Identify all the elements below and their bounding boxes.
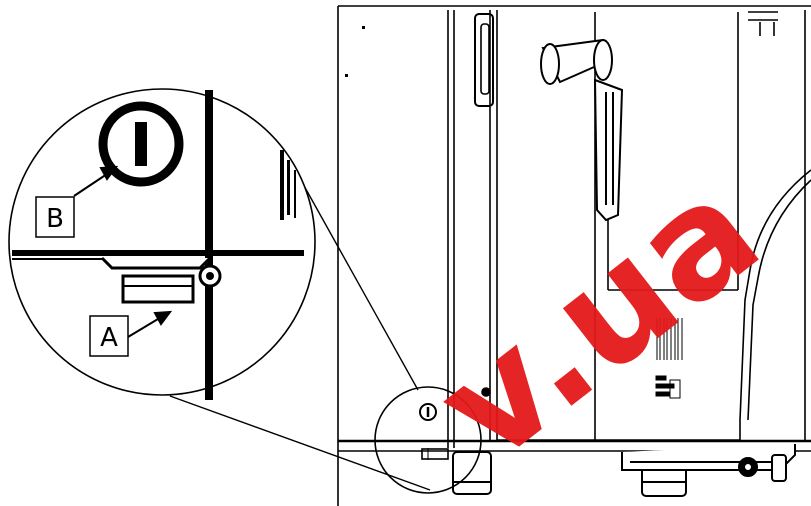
latch-large bbox=[100, 256, 222, 304]
latch-small bbox=[421, 448, 449, 460]
oven-feet bbox=[452, 444, 796, 497]
power-symbol-small bbox=[419, 403, 437, 421]
barcode-label bbox=[655, 318, 683, 399]
leader-line-top bbox=[297, 174, 419, 391]
power-symbol-large bbox=[98, 101, 184, 187]
cabinet-mark bbox=[345, 74, 348, 77]
cabinet-mark bbox=[362, 26, 365, 29]
callout-b-label: B bbox=[46, 204, 64, 234]
callout-a: A bbox=[89, 315, 129, 357]
detail-source-circle bbox=[374, 386, 482, 494]
callout-b: B bbox=[35, 196, 75, 238]
callout-a-label: A bbox=[100, 323, 118, 353]
magnified-detail bbox=[8, 88, 316, 400]
callout-arrows bbox=[73, 165, 173, 338]
door-handle bbox=[540, 38, 624, 222]
leader-line-bottom bbox=[169, 395, 431, 491]
